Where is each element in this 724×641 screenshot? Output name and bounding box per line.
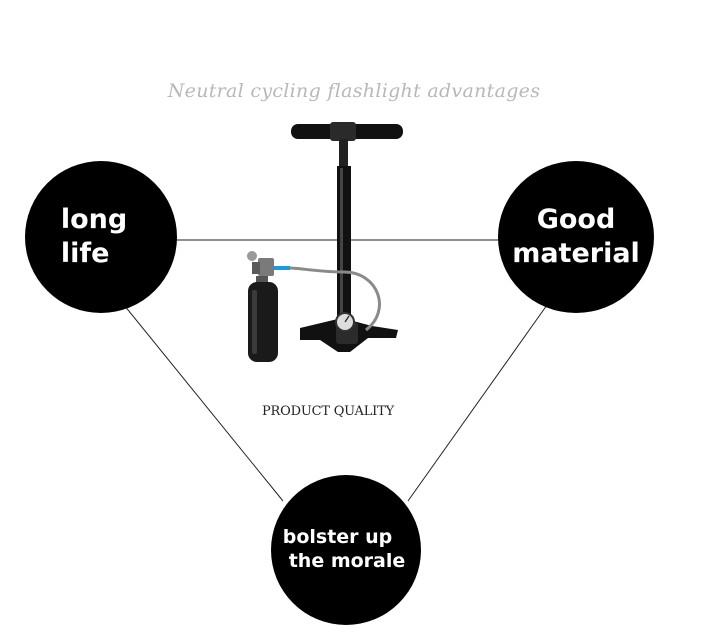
circle-left-line1: long (60, 204, 128, 236)
circle-bottom-line2: the morale (288, 550, 406, 572)
circle-left-line2: life (60, 238, 110, 269)
pump-illustration (247, 122, 403, 362)
circle-right-line2: material (512, 238, 640, 269)
connector-left (123, 304, 284, 502)
circle-good-material: Good material (498, 161, 654, 313)
circle-bolster-morale: bolster up the morale (271, 475, 421, 625)
circle-right-line1: Good (536, 204, 616, 236)
product-quality-caption: PRODUCT QUALITY (262, 404, 394, 419)
circle-bottom-line1: bolster up (282, 526, 393, 549)
page-headline: Neutral cycling flashlight advantages (167, 80, 541, 102)
connector-right (407, 304, 548, 502)
circle-long-life: long life (25, 161, 177, 313)
